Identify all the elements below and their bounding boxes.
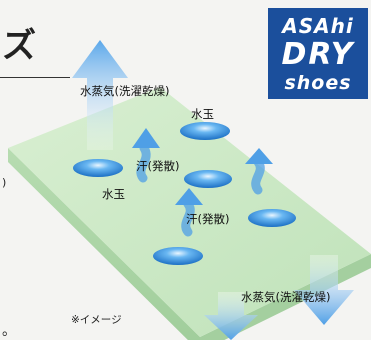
sweat-arrow-2 — [251, 157, 265, 195]
sweat-arrowhead-1 — [132, 128, 160, 148]
vapor-down-arrow-2 — [294, 255, 354, 325]
sweat-arrowhead-3 — [175, 188, 203, 205]
board-side — [8, 148, 200, 340]
label-water-drop-1: 水玉 — [191, 107, 214, 121]
water-drop — [73, 159, 123, 177]
logo-line-1: ASAhi — [282, 14, 354, 38]
logo-line-2: DRY — [281, 37, 355, 72]
water-drop — [184, 170, 232, 188]
label-sweat-2: 汗(発散) — [186, 212, 230, 226]
label-vapor-bottom: 水蒸気(洗濯乾燥) — [241, 290, 331, 304]
left-fragment-paren: ) — [2, 176, 7, 189]
logo-line-3: shoes — [284, 72, 352, 94]
sweat-arrow-3 — [181, 199, 195, 237]
left-fragment-maru: 。 — [2, 323, 16, 339]
label-sweat-1: 汗(発散) — [136, 159, 180, 173]
label-water-drop-2: 水玉 — [102, 187, 125, 201]
water-drop — [180, 122, 230, 140]
sweat-arrow-1 — [136, 143, 151, 183]
image-note: ※イメージ — [71, 314, 122, 326]
vapor-up-arrow — [72, 40, 128, 150]
sweat-arrowhead-2 — [245, 148, 273, 164]
label-vapor-top: 水蒸気(洗濯乾燥) — [80, 84, 170, 98]
water-drop — [153, 247, 203, 265]
header-title-fragment: ズ — [2, 26, 38, 66]
vapor-down-arrow-1 — [204, 292, 258, 340]
water-drop — [248, 209, 296, 227]
asahi-dry-shoes-logo: ASAhi DRY shoes — [268, 8, 368, 99]
header-underline — [0, 77, 70, 78]
